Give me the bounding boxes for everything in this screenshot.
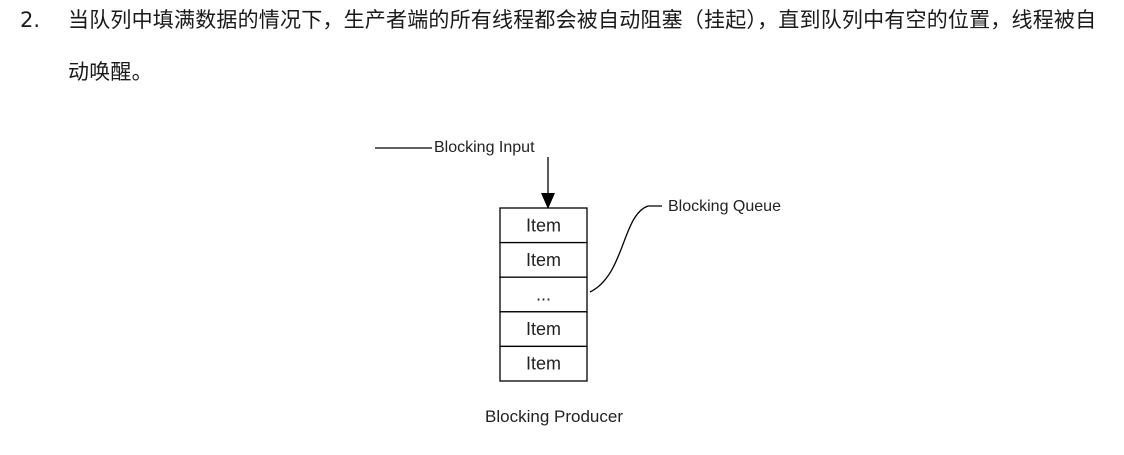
queue-cell bbox=[499, 311, 588, 348]
queue-cell-label: Item bbox=[526, 319, 561, 339]
diagram-caption: Blocking Producer bbox=[485, 407, 623, 426]
list-item-text: 当队列中填满数据的情况下，生产者端的所有线程都会被自动阻塞（挂起），直到队列中有… bbox=[68, 8, 1097, 84]
input-label: Blocking Input bbox=[434, 139, 535, 156]
queue-cell-label: Item bbox=[526, 215, 561, 235]
input-arrow-head bbox=[541, 193, 555, 209]
queue-cell-label: ... bbox=[536, 285, 551, 305]
queue-cell-label: Item bbox=[526, 354, 561, 374]
queue-cell-label: Item bbox=[526, 250, 561, 270]
queue-cell bbox=[499, 276, 588, 313]
queue-cell bbox=[499, 345, 588, 382]
queue-connector bbox=[589, 205, 662, 293]
list-item-number: 2. bbox=[20, 8, 41, 32]
queue-label: Blocking Queue bbox=[668, 198, 781, 215]
